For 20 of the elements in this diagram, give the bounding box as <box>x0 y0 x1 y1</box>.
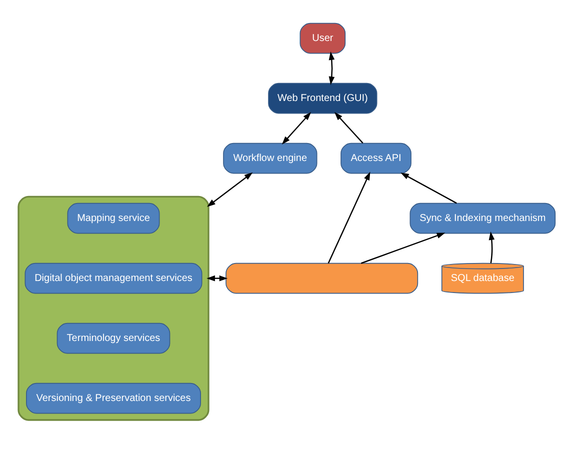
arrow <box>328 172 370 264</box>
arrow <box>207 172 253 207</box>
arrow <box>282 112 312 144</box>
arrow <box>328 52 335 85</box>
arrow <box>206 275 228 282</box>
node-box: Mapping service <box>67 202 160 234</box>
node-box <box>226 262 418 294</box>
node-box: Web Frontend (GUI) <box>268 82 378 114</box>
node-box: Digital object management services <box>24 262 202 294</box>
node-box: Access API <box>340 142 412 174</box>
node-box: Sync & Indexing mechanism <box>410 202 556 234</box>
node-box: User <box>300 22 346 54</box>
cluster <box>18 196 210 421</box>
node-box: Terminology services <box>56 322 170 354</box>
arrow <box>334 112 364 144</box>
node-box: Workflow engine <box>223 142 318 174</box>
arrow <box>360 232 446 264</box>
node-box: Versioning & Preservation services <box>26 382 201 414</box>
arrow <box>400 172 457 204</box>
arrow <box>488 232 495 264</box>
